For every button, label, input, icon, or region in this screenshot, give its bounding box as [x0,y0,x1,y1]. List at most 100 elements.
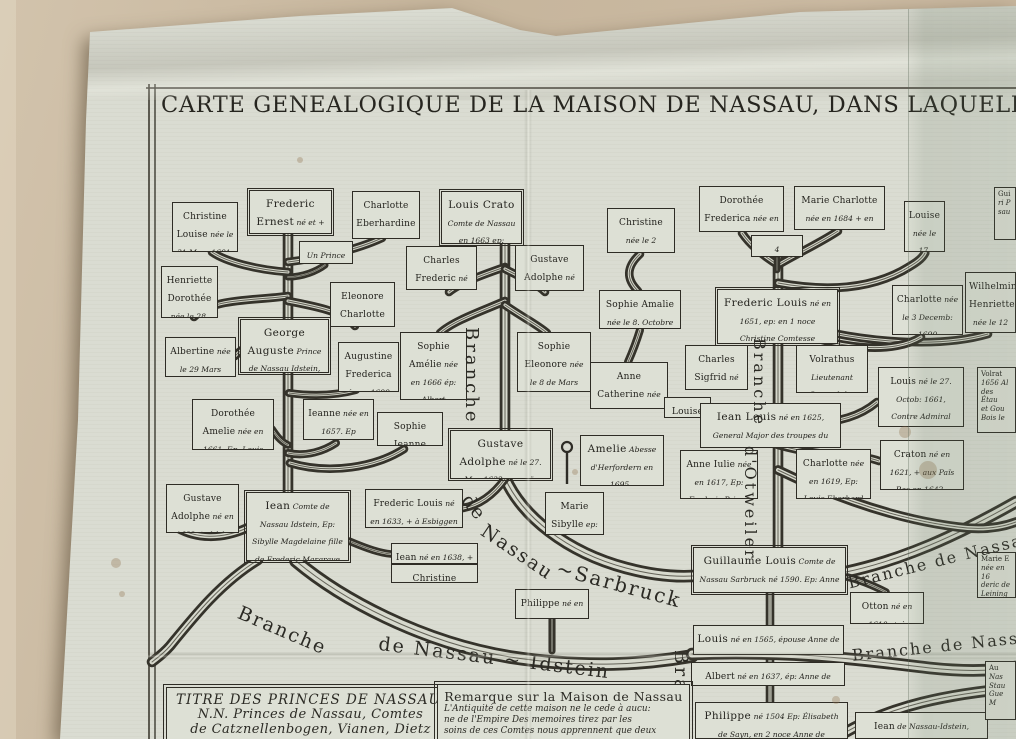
foxing-spot [899,426,911,438]
remarque-line-3: soins de ces Comtes nous apprennent que … [444,725,657,736]
person-name: Louise [909,211,940,221]
box-frederic-louis-1651: Frederic Louis né en 1651, ep: en 1 noce… [714,286,841,347]
person-details: né en 1665 . [458,273,468,283]
person-name: Louis Crato [448,199,515,211]
person-details: née en 1661. Ep. Louis Frederic de Wied … [202,426,264,450]
person-name: Henriette Dorothée [166,276,213,304]
person-details: né et + en 1689 . [296,217,325,227]
box-louise-1686: Louise née le 17. Decemb: 1686 . [904,201,945,252]
box-charlotte-1690: Charlotte née le 3 Decemb: 1690 [892,285,963,335]
truncated-line: Stau [989,682,1012,691]
box-amelie-abesse: Amelie Abesse d'Herfordern en 1695 . [580,435,664,486]
person-details: née en 1699 . [342,388,394,391]
box-louis-crato: Louis Crato Comte de Nassau en 1663 ep: … [438,188,525,247]
truncated-line: Gui [998,190,1012,199]
person-details: né en 1625, General Major des troupes du… [712,413,829,440]
person-details: né en 1633, + à Esbiggen en 1656 d'une b… [370,499,458,526]
person-name: Charlotte [897,295,942,305]
box-christine-louise: Christine Louise née le 31 Mars 1691. [172,202,238,252]
person-details: née le 3 Decemb: 1690 [902,295,958,334]
box-craton: Craton né en 1621, + aux Païs Bas en 164… [880,440,964,490]
truncated-line: M [989,699,1012,708]
person-name: Sophie Eleonore [524,342,571,370]
person-details: née le 17. Decemb: 1686 . [908,229,942,251]
person-name: Augustine Frederica [344,352,393,380]
person-details: né en 1638, + en 1648. [419,553,474,562]
box-marie-e-cut: Marie Enée en 16deric deLeining [977,552,1016,598]
titres-line-2: de Catznellenbogen, Vianen, Dietz [190,721,431,737]
person-name: Eleonore Charlotte [339,292,385,320]
person-name: Gustave Adolphe [524,255,569,283]
person-name: Gustave Adolphe [171,494,222,522]
person-name: Iean [395,553,417,563]
remarque-cartouche: Remarque sur la Maison de Nassau L'Antiq… [434,681,693,739]
box-otton: Otton né en 1610, + à Strasburg en 1623 … [850,592,924,624]
box-charles-sigfrid: Charles Sigfrid né en 1659, + en 1677 . … [685,345,748,390]
box-philippe-1597: Philippe né en 1597, + en 1621. [515,589,589,619]
person-name: Frederic Ernest [256,198,315,228]
person-details: Comte de Nassau en 1663 ep: Philippine H… [447,218,516,244]
person-name: Dorothée Frederica [704,196,764,224]
box-iean-louis-1625: Iean Louis né en 1625, General Major des… [700,403,841,448]
person-name: George Auguste [247,327,306,357]
person-name: Charles Frederic [415,256,460,284]
box-volrath-cut: Volrat1656 Aldes Étauet GouBois le [977,367,1016,433]
person-details: née en 1684 + en 1689 [805,213,874,223]
person-details: née en 1617, Ep: Frederic Prince Palat: … [689,460,752,498]
person-details: Prince de Nassau Idstein, né 1665, ep He… [248,346,322,373]
person-name: Charles Sigfrid [694,355,735,383]
titres-heading: TITRE DES PRINCES DE NASSAU. [176,692,445,708]
box-george-auguste: George Auguste Prince de Nassau Idstein,… [237,316,332,376]
person-details: né en 1610, + à Strasburg en 1623 . [868,602,912,623]
map-title: CARTE GENEALOGIQUE DE LA MAISON DE NASSA… [161,92,1016,118]
person-details: né en 1637, ép: Anne de Nassau Dillenbur… [737,672,831,681]
person-details: Comte de Nassau Sarbruck né 1590. Ep: An… [699,557,840,584]
person-name: Charlotte [802,459,848,469]
foxing-spot [919,461,937,479]
truncated-line: des Étau [981,388,1012,406]
box-gustave-adolphe-1667: Gustave Adolphe né en 1667 + à la Chasse… [515,245,584,291]
person-details: né en 1651, ep: en 1 noce Christine Comt… [739,299,832,344]
top-fold-shadow [60,6,1016,100]
box-sophie-eleonore: Sophie Eleonore née le 8 de Mars 1669 . [517,332,591,392]
box-sophie-amelie-1666: Sophie Amélie née en 1666 ép: Albert Wol… [400,332,467,400]
person-name: Louise [671,407,704,417]
person-details: né en 1565, épouse Anne de Hesse Cassel,… [718,635,840,654]
person-name: Wilhelmine Henriette [969,282,1015,310]
person-name: Philippe [520,599,560,609]
box-gustave-adolphe-1632: Gustave Adolphe né le 27. May 1632 son p… [447,427,554,482]
person-name: Frederic Louis [373,499,443,509]
box-sophie-ieanne: Sophie Ieanne Dorothée née le 22 Iuillet… [377,412,443,446]
remarque-heading: Remarque sur la Maison de Nassau [444,689,683,704]
box-volrathus: Volrathus Lieutenant General des Provinc… [796,345,868,393]
truncated-line: 1656 Al [981,379,1012,388]
box-un-prince: Un Prince né en 1709 [299,241,353,264]
person-name: Volrathus [809,355,855,365]
person-details: née en 1681, + en 1691. [753,213,779,223]
person-name: Marie Charlotte [801,196,878,206]
foxing-spot [297,157,303,163]
person-details: né en 1667 + à la Chasse en 1683. [565,272,575,282]
box-right-edge-cut: AuNasStauGueM [985,661,1016,720]
person-name: Albert [705,672,735,682]
person-name: Louis [697,633,729,645]
person-name: Christine Louise [176,212,227,240]
person-details: né 1504 Ep: Élisabeth de Sayn, en 2 noce… [718,712,839,739]
person-details: né en 1597, + en 1621. [531,599,584,618]
person-name: Craton [894,450,927,460]
person-name: Ieanne [308,409,341,419]
person-name: Philippe [704,710,752,722]
person-name: Iean Louis [716,411,777,423]
truncated-line: et Gou [981,405,1012,414]
truncated-line: deric de [981,581,1012,590]
box-ieanne-1657: Ieanne née en 1657. Ep Christian Louis d… [303,399,374,440]
box-albert: Albert né en 1637, ép: Anne de Nassau Di… [691,662,845,686]
foxing-spot [111,558,121,568]
person-name: Albertine [170,347,215,357]
box-dorothee-frederica: Dorothée Frederica née en 1681, + en 169… [699,186,784,232]
box-sophie-amalie-1688: Sophie Amalie née le 8. Octobre 1688 . [599,290,681,329]
person-details: née le 2 Septembre 1685 . [625,235,657,245]
